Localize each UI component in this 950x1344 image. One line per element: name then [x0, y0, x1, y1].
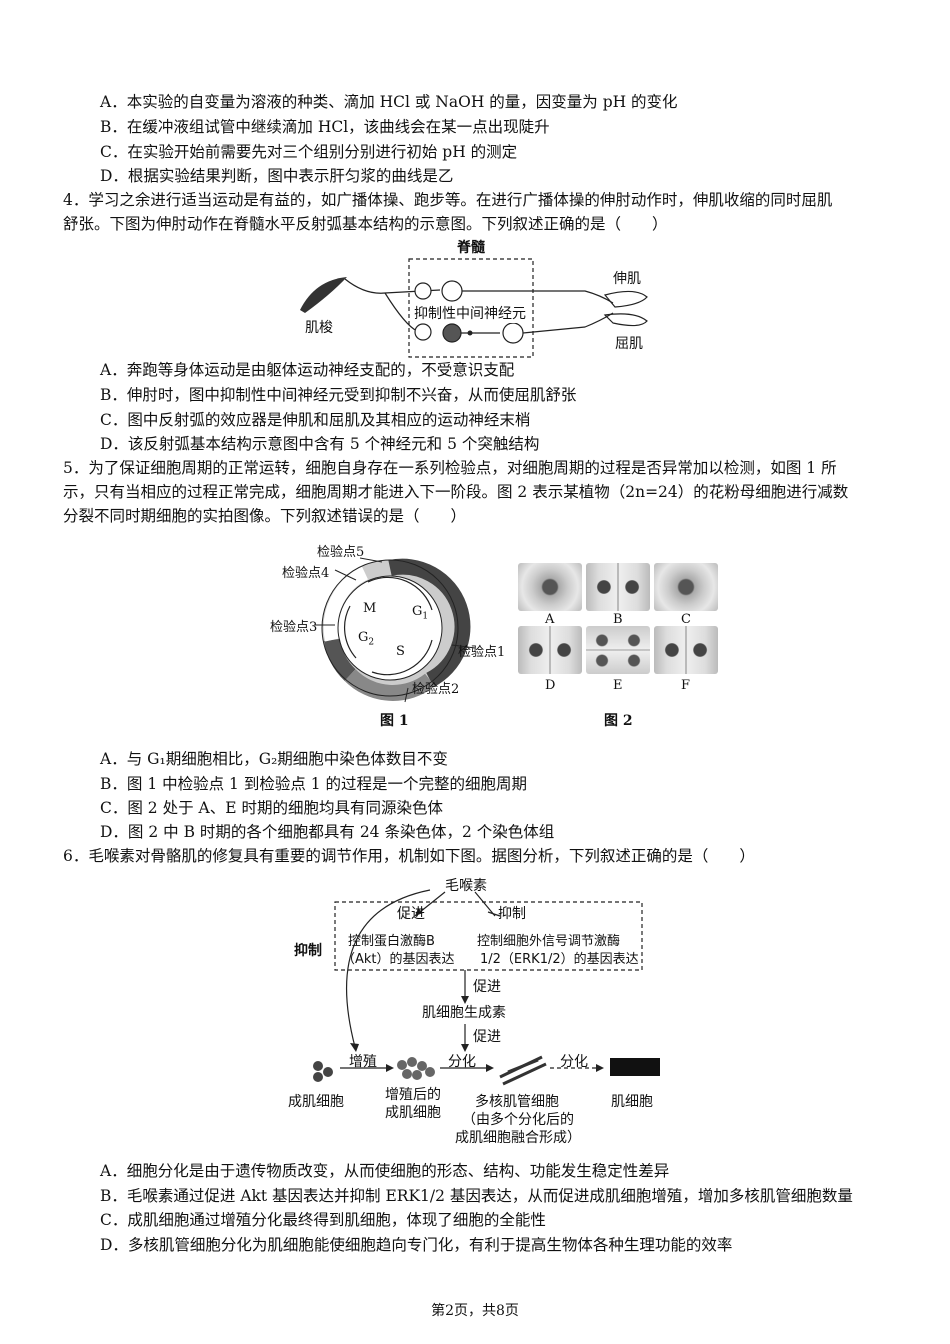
q5-stem-line2: 示，只有当相应的过程正常完成，细胞周期才能进入下一阶段。图 2 表示某植物（2n… [63, 483, 849, 501]
label-erk-line2: 1/2（ERK1/2）的基因表达 [480, 952, 639, 967]
label-extensor: 伸肌 [613, 271, 641, 287]
label-spinal-cord: 脊髓 [457, 240, 485, 256]
q4-stem-line1: 4．学习之余进行适当运动是有益的，如广播体操、跑步等。在进行广播体操的伸肘动作时… [63, 191, 833, 209]
photo-label-c: C [681, 612, 691, 627]
label-differentiate-1: 分化 [448, 1054, 476, 1070]
label-muscle-spindle: 肌梭 [305, 320, 333, 336]
label-erk-line1: 控制细胞外信号调节激酶 [477, 934, 621, 949]
label-checkpoint-2: 检验点2 [412, 682, 460, 697]
label-inhibit-1: 抑制 [498, 906, 526, 922]
photo-a [518, 563, 582, 611]
flexor-muscle-shape [603, 313, 648, 327]
label-forskolin: 毛喉素 [445, 878, 487, 894]
s-segment [344, 669, 435, 701]
label-interneuron: 抑制性中间神经元 [414, 303, 526, 323]
g2-segment [324, 638, 356, 681]
q5-option-c: C．图 2 处于 A、E 时期的细胞均具有同源染色体 [100, 799, 443, 817]
label-checkpoint-1: 检验点1 [458, 645, 506, 660]
label-myoblast: 成肌细胞 [288, 1094, 344, 1110]
spinal-cord-box [408, 258, 534, 358]
myocyte-shape [610, 1058, 660, 1076]
q3-option-c: C．在实验开始前需要先对三个组别分别进行初始 pH 的测定 [100, 143, 518, 161]
q4-option-c: C．图中反射弧的效应器是伸肌和屈肌及其相应的运动神经末梢 [100, 411, 531, 429]
label-promote-2: 促进 [473, 979, 501, 995]
q5-stem-line1: 5．为了保证细胞周期的正常运转，细胞自身存在一系列检验点，对细胞周期的过程是否异… [63, 459, 837, 477]
label-phase-g2: G2 [358, 630, 375, 648]
photo-d [518, 626, 582, 674]
photo-c [654, 563, 718, 611]
label-proliferate: 增殖 [349, 1054, 377, 1070]
q4-option-d: D．该反射弧基本结构示意图中含有 5 个神经元和 5 个突触结构 [100, 435, 540, 453]
q6-option-d: D．多核肌管细胞分化为肌细胞能使细胞趋向专门化，有利于提高生物体各种生理功能的效… [100, 1236, 733, 1254]
photo-f [654, 626, 718, 674]
photo-label-b: B [613, 612, 623, 627]
fig2-caption: 图 2 [604, 713, 633, 729]
label-promote-3: 促进 [473, 1029, 501, 1045]
myotube-cells [499, 1055, 547, 1086]
meiosis-photos-figure: A B C D E F 图 2 [518, 563, 723, 733]
label-checkpoint-5: 检验点5 [317, 545, 365, 560]
label-myotube-2: （由多个分化后的 [462, 1112, 574, 1128]
photo-label-a: A [545, 612, 555, 627]
label-myocyte: 肌细胞 [611, 1094, 653, 1110]
label-phase-m: M [363, 601, 377, 616]
reflex-arc-figure: 脊髓 伸肌 屈肌 肌梭 抑制性中间神经元 [295, 235, 665, 360]
q4-stem-line2: 舒张。下图为伸肘动作在脊髓水平反射弧基本结构的示意图。下列叙述正确的是（ ） [63, 215, 668, 233]
cell-cycle-figure: 检验点5 检验点4 检验点3 检验点1 检验点2 M G1 G2 S 图 1 [260, 540, 525, 730]
label-inhibit-left: 抑制 [294, 943, 322, 959]
page-footer: 第2页，共8页 [431, 1303, 519, 1319]
photo-label-f: F [681, 678, 691, 693]
label-myotube-1: 多核肌管细胞 [475, 1094, 559, 1110]
g1-segment [388, 558, 471, 688]
motor-neuron-2 [502, 322, 524, 344]
inhibitory-interneuron [442, 323, 462, 343]
label-prolif-myoblast-2: 成肌细胞 [385, 1105, 441, 1121]
fig1-caption: 图 1 [380, 713, 409, 729]
q6-option-b: B．毛喉素通过促进 Akt 基因表达并抑制 ERK1/2 基因表达，从而促进成肌… [100, 1187, 853, 1205]
q6-option-a: A．细胞分化是由于遗传物质改变，从而使细胞的形态、结构、功能发生稳定性差异 [100, 1162, 670, 1180]
forskolin-mechanism-diagram [313, 889, 660, 1086]
q4-option-a: A．奔跑等身体运动是由躯体运动神经支配的，不受意识支配 [100, 361, 515, 379]
cell-cycle-diagram [315, 557, 476, 703]
m-segment [323, 566, 369, 642]
motor-neuron-1 [441, 280, 463, 302]
q6-stem: 6．毛喉素对骨骼肌的修复具有重要的调节作用，机制如下图。据图分析，下列叙述正确的… [63, 847, 755, 865]
q5-option-a: A．与 G₁期细胞相比，G₂期细胞中染色体数目不变 [100, 750, 448, 768]
q6-option-c: C．成肌细胞通过增殖分化最终得到肌细胞，体现了细胞的全能性 [100, 1211, 546, 1229]
q5-option-b: B．图 1 中检验点 1 到检验点 1 的过程是一个完整的细胞周期 [100, 775, 528, 793]
q3-option-a: A．本实验的自变量为溶液的种类、滴加 HCl 或 NaOH 的量，因变量为 pH… [100, 93, 678, 111]
label-phase-g1: G1 [412, 604, 429, 622]
q3-option-b: B．在缓冲液组试管中继续滴加 HCl，该曲线会在某一点出现陡升 [100, 118, 550, 136]
label-checkpoint-3: 检验点3 [270, 620, 318, 635]
q5-option-d: D．图 2 中 B 时期的各个细胞都具有 24 条染色体，2 个染色体组 [100, 823, 555, 841]
label-promote-1: 促进 [397, 906, 425, 922]
q4-option-b: B．伸肘时，图中抑制性中间神经元受到抑制不兴奋，从而使屈肌舒张 [100, 386, 577, 404]
myoblast-cells [313, 1061, 333, 1082]
extensor-muscle-shape [603, 290, 648, 308]
label-myogenin: 肌细胞生成素 [422, 1005, 506, 1021]
label-akt-line2: （Akt）的基因表达 [342, 952, 455, 967]
label-prolif-myoblast-1: 增殖后的 [385, 1087, 441, 1103]
label-phase-s: S [396, 644, 405, 659]
photo-e [586, 626, 650, 674]
label-akt-line1: 控制蛋白激酶B [348, 934, 435, 949]
q3-option-d: D．根据实验结果判断，图中表示肝匀浆的曲线是乙 [100, 167, 454, 185]
muscle-spindle-shape [300, 277, 347, 313]
reflex-arc-diagram [300, 258, 648, 358]
proliferated-myoblast-cells [397, 1057, 435, 1080]
photo-b [586, 563, 650, 611]
label-checkpoint-4: 检验点4 [282, 566, 330, 581]
forskolin-mechanism-figure: 毛喉素 促进 抑制 抑制 控制蛋白激酶B （Akt）的基因表达 控制细胞外信号调… [280, 872, 680, 1150]
label-myotube-3: 成肌细胞融合形成） [455, 1130, 581, 1146]
photo-label-e: E [613, 678, 623, 693]
q5-stem-line3: 分裂不同时期细胞的实拍图像。下列叙述错误的是（ ） [63, 507, 467, 525]
photo-label-d: D [545, 678, 556, 693]
label-flexor: 屈肌 [615, 336, 643, 352]
label-differentiate-2: 分化 [560, 1054, 588, 1070]
